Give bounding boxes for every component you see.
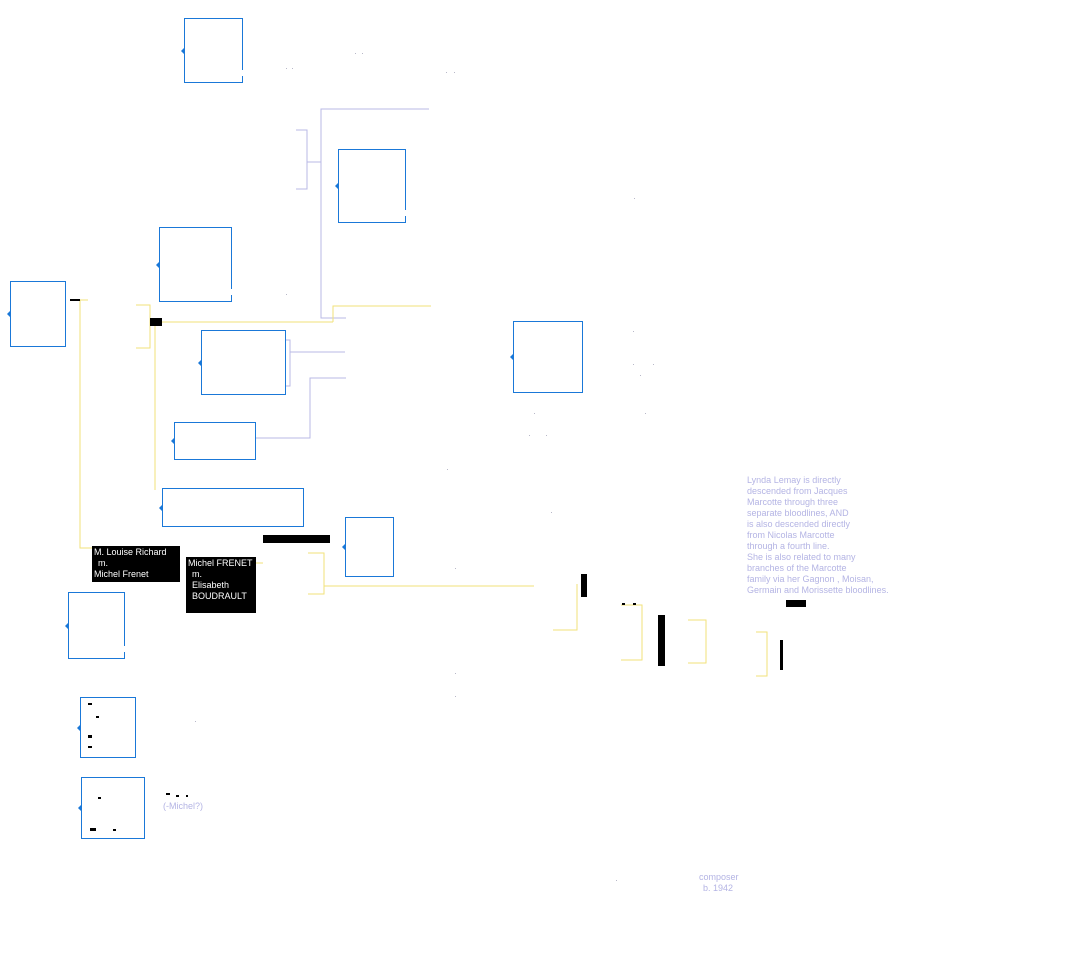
couple-line: BOUDRAULT	[192, 591, 247, 601]
black-bar	[581, 574, 587, 597]
black-speck	[166, 793, 170, 795]
black-bar	[786, 600, 806, 607]
black-speck	[96, 716, 99, 718]
person-box-middle[interactable]	[198, 330, 286, 395]
person-box-left-lower[interactable]	[65, 592, 125, 659]
person-box-center[interactable]	[342, 517, 394, 577]
black-speck	[88, 735, 92, 738]
black-bar	[263, 535, 330, 543]
black-column	[780, 640, 783, 670]
faint-speck	[653, 364, 654, 365]
person-box-small[interactable]	[171, 422, 256, 460]
faint-speck	[634, 198, 635, 199]
faint-speck	[455, 673, 456, 674]
faint-speck	[286, 294, 287, 295]
note-line: from Nicolas Marcotte	[747, 530, 835, 540]
expand-arrow-icon[interactable]	[7, 310, 11, 318]
couple-line: m.	[192, 569, 202, 579]
note-line: through a fourth line.	[747, 541, 830, 551]
person-box-upper-right[interactable]	[335, 149, 406, 223]
faint-speck	[454, 72, 455, 73]
faint-speck	[455, 696, 456, 697]
faint-speck	[551, 512, 552, 513]
faint-speck	[534, 413, 535, 414]
couple-line: M. Louise Richard	[94, 547, 167, 557]
lemay-note: Lynda Lemay is directly descended from J…	[747, 475, 889, 596]
faint-speck	[355, 53, 356, 54]
faint-speck	[292, 68, 293, 69]
note-line: branches of the Marcotte	[747, 563, 847, 573]
person-box-upper-middle[interactable]	[156, 227, 232, 302]
black-speck	[186, 795, 188, 797]
note-line: Marcotte through three	[747, 497, 839, 507]
black-speck	[98, 797, 101, 799]
faint-speck	[447, 469, 448, 470]
expand-arrow-icon[interactable]	[342, 543, 346, 551]
expand-arrow-icon[interactable]	[65, 621, 69, 630]
faint-speck	[195, 721, 196, 722]
faint-speck	[633, 364, 634, 365]
note-line: family via her Gagnon , Moisan,	[747, 574, 874, 584]
note-line: separate bloodlines, AND	[747, 508, 849, 518]
faint-speck	[616, 880, 617, 881]
expand-arrow-icon[interactable]	[156, 260, 160, 269]
couple-line: Elisabeth	[192, 580, 230, 590]
expand-arrow-icon[interactable]	[78, 804, 82, 812]
expand-arrow-icon[interactable]	[335, 182, 339, 190]
faint-speck	[529, 435, 530, 436]
faint-speck	[645, 413, 646, 414]
black-speck	[622, 603, 625, 605]
expand-arrow-icon[interactable]	[159, 503, 163, 512]
black-marker	[70, 299, 80, 301]
note-line: She is also related to many	[747, 552, 856, 562]
note-line: Germain and Morissette bloodlines.	[747, 585, 889, 595]
faint-speck	[640, 375, 641, 376]
person-box-far-right[interactable]	[510, 321, 583, 393]
black-column	[658, 615, 665, 666]
faint-speck	[286, 68, 287, 69]
expand-arrow-icon[interactable]	[77, 723, 81, 732]
expand-arrow-icon[interactable]	[181, 46, 185, 55]
black-speck	[88, 703, 92, 705]
couple-louise-richard: M. Louise Richard m. Michel Frenet	[92, 546, 180, 582]
faint-speck	[546, 435, 547, 436]
composer-label: composer	[699, 872, 739, 882]
black-speck	[88, 746, 92, 748]
black-speck	[176, 795, 179, 797]
couple-line: m.	[98, 558, 108, 568]
black-speck	[633, 603, 636, 605]
couple-line: Michel FRENET	[188, 558, 253, 568]
person-box-bottom-1[interactable]	[77, 697, 136, 758]
michel-question-label: (-Michel?)	[163, 801, 204, 811]
couple-michel-frenet: Michel FRENET m. Elisabeth BOUDRAULT	[186, 557, 256, 613]
note-line: is also descended directly	[747, 519, 851, 529]
person-box-top[interactable]	[181, 18, 243, 83]
note-line: descended from Jacques	[747, 486, 848, 496]
expand-arrow-icon[interactable]	[510, 353, 514, 361]
black-marker	[150, 318, 162, 326]
couple-line: Michel Frenet	[94, 569, 149, 579]
person-box-root[interactable]	[7, 281, 66, 347]
black-speck	[113, 829, 116, 831]
faint-speck	[633, 331, 634, 332]
faint-speck	[455, 568, 456, 569]
expand-arrow-icon[interactable]	[171, 437, 175, 445]
faint-speck	[362, 53, 363, 54]
note-line: Lynda Lemay is directly	[747, 475, 841, 485]
person-box-wide[interactable]	[159, 488, 304, 527]
faint-speck	[446, 72, 447, 73]
black-speck	[90, 828, 96, 831]
expand-arrow-icon[interactable]	[198, 358, 202, 367]
birth-label: b. 1942	[703, 883, 734, 893]
